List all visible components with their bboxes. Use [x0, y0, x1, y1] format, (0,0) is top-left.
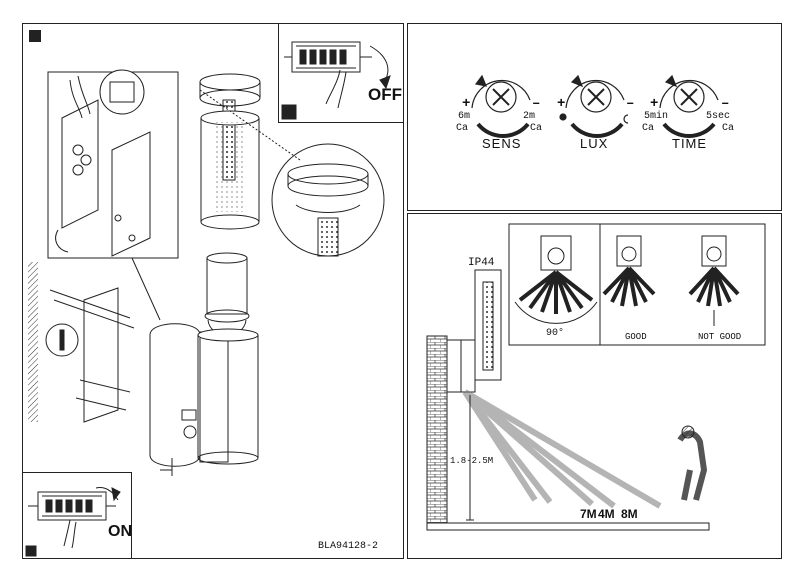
switch-off-label: OFF — [368, 85, 402, 104]
angle-label: 90° — [546, 328, 565, 339]
time-right-value: 5sec — [706, 111, 731, 122]
sens-right-value: 2m — [523, 111, 536, 122]
time-right-unit: Ca — [722, 123, 735, 134]
distance-label: 8M — [621, 507, 638, 521]
sens-knob — [471, 74, 531, 138]
switch-on-illustration — [25, 487, 121, 557]
lux-title: LUX — [580, 136, 609, 151]
ip-rating: IP44 — [468, 257, 495, 269]
sens-left-value: 6m — [458, 111, 471, 122]
switch-on-label: ON — [108, 523, 132, 540]
detection-patterns-box — [508, 223, 766, 346]
lux-minus: – — [626, 96, 635, 112]
time-knob — [659, 74, 719, 138]
time-title: TIME — [672, 136, 708, 151]
panel-installation — [22, 23, 404, 559]
panel-switch-on — [22, 472, 132, 559]
reference-code: BLA94128-2 — [318, 541, 379, 552]
time-minus: – — [721, 96, 730, 112]
height-label: 1.8-2.5M — [450, 456, 494, 466]
panel-knobs — [407, 23, 782, 211]
time-plus: + — [650, 96, 659, 112]
lux-plus: + — [557, 96, 566, 112]
time-left-unit: Ca — [642, 123, 655, 134]
sens-left-unit: Ca — [456, 123, 469, 134]
panel-detection — [407, 213, 782, 559]
switch-off-illustration — [281, 41, 391, 120]
sens-plus: + — [462, 96, 471, 112]
wall-mount-detail — [28, 262, 135, 423]
time-left-value: 5min — [644, 111, 669, 122]
distance-label: 7M — [580, 507, 597, 521]
lux-knob — [559, 74, 629, 138]
not-good-label: NOT GOOD — [698, 332, 742, 342]
sens-minus: – — [532, 96, 541, 112]
junction-box-detail — [47, 69, 179, 259]
sens-right-unit: Ca — [530, 123, 543, 134]
sens-title: SENS — [482, 136, 522, 151]
panel-switch-off — [278, 23, 404, 123]
good-label: GOOD — [625, 332, 647, 342]
distance-label: 4M — [598, 507, 615, 521]
detection-scene — [426, 269, 710, 531]
lamp-exploded — [149, 73, 385, 476]
